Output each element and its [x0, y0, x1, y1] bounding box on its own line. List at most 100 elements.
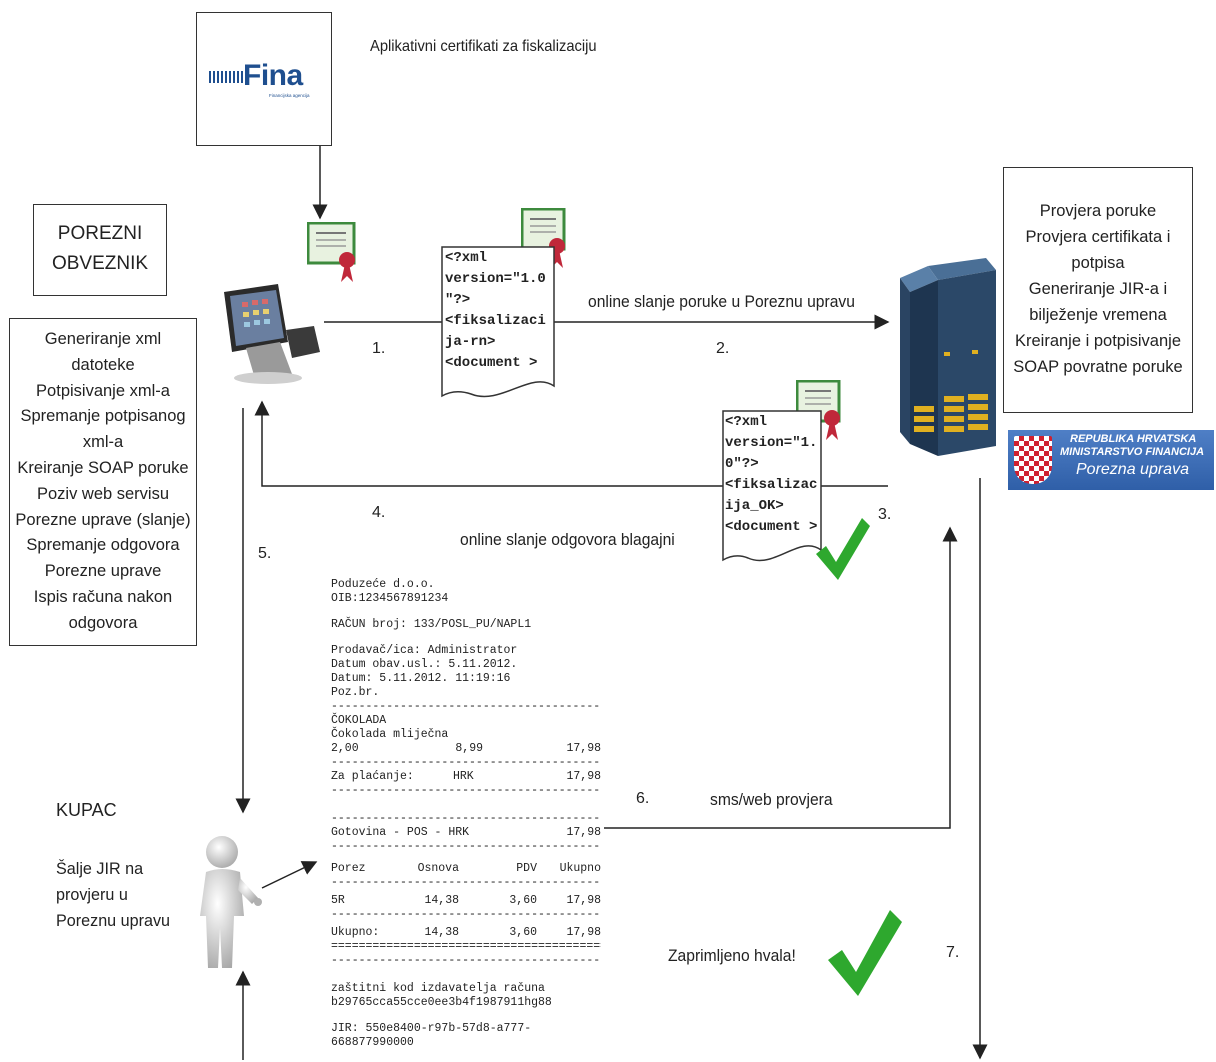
taxpayer-step: Kreiranje SOAP poruke	[17, 458, 189, 477]
xml-request-line: version="1.0	[445, 271, 546, 287]
reply-online-label: online slanje odgovora blagajni	[460, 530, 675, 549]
receipt-item-total: 17,98	[566, 742, 601, 755]
taxpayer-title-line: POREZNI	[57, 223, 143, 244]
receipt-divider: ----------------------------------------…	[331, 908, 601, 921]
sms-check-label: sms/web provjera	[710, 790, 833, 809]
receipt-item-row: 2,00 8,99 17,98	[331, 742, 601, 756]
step-number-2: 2.	[716, 340, 730, 357]
xml-response-line: <document >	[725, 519, 818, 535]
receipt-pay-currency: HRK	[453, 770, 474, 783]
xml-response-line: version="1.	[725, 435, 818, 451]
step-number-5: 5.	[258, 545, 272, 562]
customer-text-line: Šalje JIR na	[56, 859, 144, 878]
xml-response-line: ija_OK>	[725, 498, 784, 514]
customer-text-line: provjeru u	[56, 885, 128, 904]
taxpayer-steps-box: Generiranje xml datoteke Potpisivanje xm…	[9, 318, 197, 646]
xml-request-line: <document >	[445, 355, 538, 371]
receipt-tax-header-cell: Osnova	[417, 862, 459, 875]
customer-text-line: Poreznu upravu	[56, 911, 171, 930]
xml-request-document: <?xml version="1.0 "?> <fiksalizaci ja-r…	[441, 246, 555, 406]
received-label: Zaprimljeno hvala!	[668, 946, 796, 965]
checkmark-icon	[814, 516, 870, 582]
receipt-zki-label: zaštitni kod izdavatelja računa	[331, 982, 545, 995]
step-number-6: 6.	[636, 790, 650, 807]
xml-request-line: "?>	[445, 292, 471, 308]
receipt-divider: ----------------------------------------…	[331, 784, 601, 797]
xml-request-line: ja-rn>	[445, 334, 496, 350]
receipt-invoice-number: RAČUN broj: 133/POSL_PU/NAPL1	[331, 618, 532, 631]
receipt-divider: ----------------------------------------…	[331, 700, 601, 713]
receipt-oib: OIB:1234567891234	[331, 592, 449, 605]
taxpayer-step: odgovora	[68, 613, 138, 632]
pos-terminal-icon	[216, 282, 324, 386]
receipt-tax-sum-cell: 14,38	[424, 926, 459, 939]
receipt-tax-cell: 14,38	[424, 894, 459, 907]
receipt-tax-cell: 17,98	[566, 894, 601, 907]
server-step: SOAP povratne poruke	[1013, 358, 1183, 376]
receipt-item-qty: 2,00	[331, 742, 359, 755]
receipt-tax-header-cell: Ukupno	[559, 862, 601, 875]
taxpayer-step: Spremanje odgovora	[26, 536, 180, 555]
step-number-1: 1.	[372, 340, 386, 357]
arrow-customer-to-receipt	[261, 861, 318, 889]
receipt-tax-sum-cell: Ukupno:	[331, 926, 380, 939]
receipt-tax-header: Porez Osnova PDV Ukupno	[331, 862, 601, 876]
arrow-receipt-to-server	[604, 526, 958, 829]
receipt-cash-row: Gotovina - POS - HRK 17,98	[331, 826, 601, 840]
certificate-icon	[307, 222, 359, 284]
receipt-cash-label: Gotovina - POS - HRK	[331, 826, 470, 839]
taxpayer-step: Ispis računa nakon	[33, 587, 173, 606]
fina-logo-text: Fina	[243, 59, 303, 92]
receipt-seller: Prodavač/ica: Administrator	[331, 644, 518, 657]
receipt-jir: JIR: 550e8400-r97b-57d8-a777-66887799000…	[331, 1022, 532, 1049]
cert-title: Aplikativni certifikati za fiskalizaciju	[370, 38, 597, 55]
receipt-divider: ----------------------------------------…	[331, 876, 601, 889]
taxpayer-title-box: POREZNI OBVEZNIK	[33, 204, 167, 296]
customer-title: KUPAC	[56, 800, 117, 820]
step-number-4: 4.	[372, 504, 386, 521]
ministry-banner: REPUBLIKA HRVATSKA MINISTARSTVO FINANCIJ…	[1008, 430, 1214, 490]
arrow-server-to-pos	[254, 400, 888, 487]
receipt-tax-sum-cell: 17,98	[566, 926, 601, 939]
receipt-tax-cell: 3,60	[509, 894, 537, 907]
receipt-cash-total: 17,98	[566, 826, 601, 839]
server-icon	[898, 256, 998, 460]
server-step: Provjera poruke	[1039, 202, 1157, 220]
taxpayer-step: Generiranje xml	[44, 330, 162, 348]
receipt-item-name: Čokolada mliječna	[331, 728, 449, 741]
checkmark-icon	[826, 908, 902, 998]
receipt-pay-row: Za plaćanje: HRK 17,98	[331, 770, 601, 784]
receipt-tax-header-cell: Porez	[331, 862, 366, 875]
taxpayer-step: Spremanje potpisanog	[20, 407, 186, 426]
step-number-7: 7.	[946, 944, 960, 961]
receipt-date: Datum: 5.11.2012. 11:19:16	[331, 672, 511, 685]
step-number-3: 3.	[878, 506, 892, 523]
receipt: Poduzeće d.o.o. OIB:1234567891234 RAČUN …	[331, 578, 601, 1050]
fina-logo-subtext: Financijska agencija	[269, 93, 310, 98]
xml-response-document: <?xml version="1. 0"?> <fiksalizac ija_O…	[722, 410, 822, 570]
receipt-pay-total: 17,98	[566, 770, 601, 783]
server-step: Generiranje JIR-a i	[1028, 280, 1168, 298]
server-steps-box: Provjera poruke Provjera certifikata i p…	[1003, 167, 1193, 413]
fina-logo-box: Fina Financijska agencija	[196, 12, 332, 146]
receipt-company: Poduzeće d.o.o.	[331, 578, 435, 591]
customer-figure-icon	[188, 832, 268, 974]
xml-response-line: <fiksalizac	[725, 477, 818, 493]
send-online-label: online slanje poruke u Poreznu upravu	[588, 292, 855, 311]
receipt-pay-label: Za plaćanje:	[331, 770, 414, 783]
receipt-tax-row: 5R 14,38 3,60 17,98	[331, 894, 601, 908]
receipt-tax-cell: 5R	[331, 894, 345, 907]
xml-response-line: 0"?>	[725, 456, 759, 472]
server-step: Provjera certifikata i	[1025, 228, 1171, 246]
taxpayer-step: Porezne uprave (slanje)	[15, 510, 191, 529]
server-step: bilježenje vremena	[1029, 306, 1167, 324]
server-step: potpisa	[1071, 254, 1125, 272]
taxpayer-step: xml-a	[82, 433, 124, 452]
ministry-line1: REPUBLIKA HRVATSKA	[1070, 433, 1197, 445]
taxpayer-step: Porezne uprave	[44, 562, 162, 581]
fina-stripes-icon	[209, 71, 243, 83]
server-step: Kreiranje i potpisivanje	[1014, 332, 1181, 350]
receipt-tax-sum-cell: 3,60	[509, 926, 537, 939]
receipt-tax-header-cell: PDV	[516, 862, 537, 875]
